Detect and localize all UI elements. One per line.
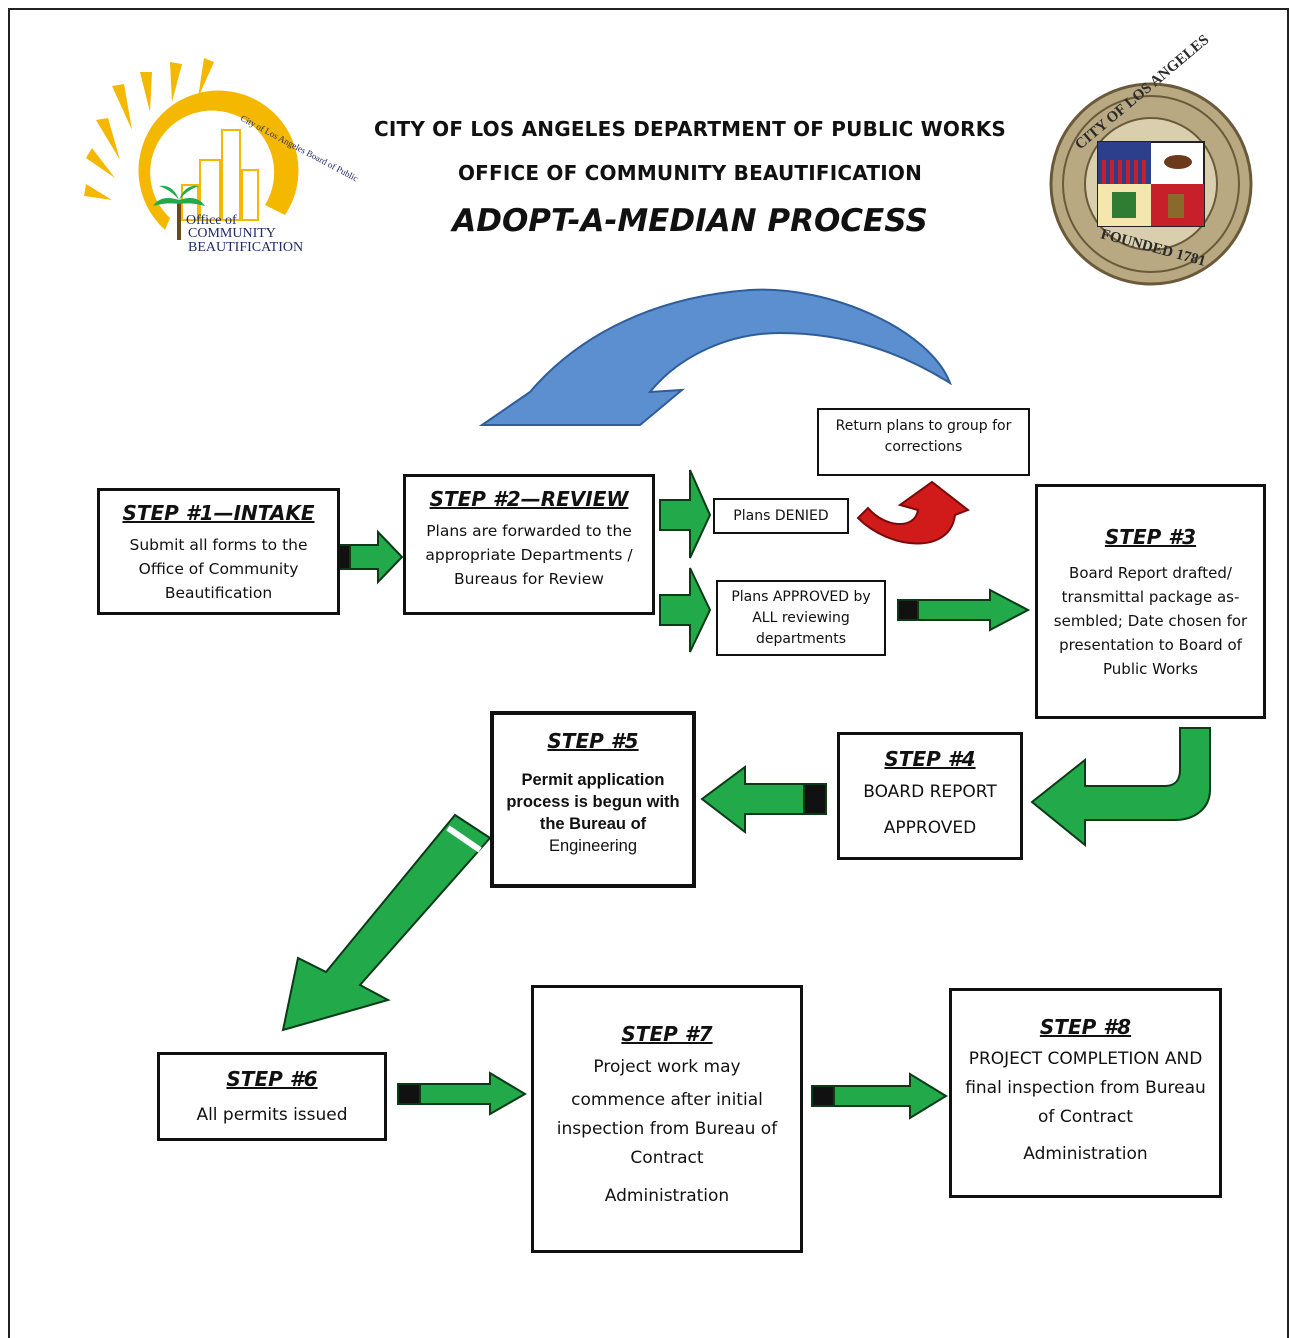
step5-body: Permit application process is begun with… <box>494 755 692 857</box>
step1-title: STEP #1—INTAKE <box>122 501 315 525</box>
step2-title: STEP #2—REVIEW <box>429 487 629 511</box>
arrow-step7-to-step8 <box>811 1072 948 1120</box>
step7-line2: commence after initial inspection from B… <box>556 1090 778 1168</box>
step2-box: STEP #2—REVIEW Plans are forwarded to th… <box>403 474 655 615</box>
step7-title: STEP #7 <box>621 1022 713 1046</box>
step1-body: Submit all forms to the Office of Commun… <box>129 536 308 602</box>
svg-text:COMMUNITY: COMMUNITY <box>188 226 276 241</box>
step6-body: All permits issued <box>196 1105 348 1125</box>
step4-line1: BOARD REPORT <box>863 782 997 802</box>
step5-box: STEP #5 Permit application process is be… <box>490 711 696 888</box>
return-arrow-blue <box>478 288 952 426</box>
svg-text:Office of: Office of <box>186 213 237 228</box>
community-beautification-logo: City of Los Angeles Board of Public Work… <box>84 58 360 255</box>
return-plans-label: Return plans to group for corrections <box>835 418 1012 455</box>
arrow-step2-to-approved <box>659 567 712 653</box>
step3-body: Board Report drafted/ transmittal packag… <box>1053 564 1248 678</box>
step6-title: STEP #6 <box>226 1067 318 1091</box>
step8-line2: Administration <box>1023 1144 1148 1164</box>
header-office: OFFICE OF COMMUNITY BEAUTIFICATION <box>457 161 923 185</box>
arrow-approved-to-step3 <box>897 588 1031 632</box>
arrow-step6-to-step7 <box>397 1071 527 1116</box>
step7-line1: Project work may <box>593 1057 741 1077</box>
step3-title: STEP #3 <box>1104 525 1197 549</box>
arrow-step2-to-denied <box>659 469 712 559</box>
city-seal: CITY OF LOS ANGELES FOUNDED 1781 <box>1049 32 1253 286</box>
header-department: CITY OF LOS ANGELES DEPARTMENT OF PUBLIC… <box>373 117 1007 141</box>
plans-denied-box: Plans DENIED <box>713 498 849 534</box>
seal-shield-icon <box>1097 141 1205 227</box>
page-frame <box>8 8 1289 1338</box>
step8-box: STEP #8 PROJECT COMPLETION AND final ins… <box>949 988 1222 1198</box>
step5-body-plain: Engineering <box>548 837 638 855</box>
step8-title: STEP #8 <box>1039 1015 1132 1039</box>
step1-box: STEP #1—INTAKE Submit all forms to the O… <box>97 488 340 615</box>
sun-rays <box>84 58 214 200</box>
step7-box: STEP #7 Project work may commence after … <box>531 985 803 1253</box>
city-skyline <box>181 129 259 221</box>
return-plans-box: Return plans to group for corrections <box>817 408 1030 476</box>
arrow-step5-to-step6 <box>281 813 492 1032</box>
step4-line2: APPROVED <box>883 818 977 838</box>
palm-tree-icon <box>153 185 205 240</box>
step7-line3: Administration <box>604 1186 730 1206</box>
arrow-step3-to-step4 <box>1030 727 1211 848</box>
step5-body-bold: Permit application process is begun with… <box>506 771 680 833</box>
plans-denied-label: Plans DENIED <box>733 508 829 524</box>
denied-arrow-red <box>856 480 971 545</box>
plans-approved-box: Plans APPROVED by ALL reviewing departme… <box>716 580 886 656</box>
svg-text:BEAUTIFICATION: BEAUTIFICATION <box>188 240 303 255</box>
arrow-step4-to-step5 <box>700 765 827 835</box>
step3-box: STEP #3 Board Report drafted/ transmitta… <box>1035 484 1266 719</box>
step4-title: STEP #4 <box>884 747 976 771</box>
step4-box: STEP #4 BOARD REPORT APPROVED <box>837 732 1023 860</box>
step6-box: STEP #6 All permits issued <box>157 1052 387 1141</box>
step5-title: STEP #5 <box>547 729 639 753</box>
plans-approved-label: Plans APPROVED by ALL reviewing departme… <box>731 589 871 647</box>
step8-line1: PROJECT COMPLETION AND final inspection … <box>965 1049 1206 1127</box>
sun-arc <box>138 90 299 230</box>
step2-body: Plans are forwarded to the appropriate D… <box>425 522 633 588</box>
page-title: ADOPT-A-MEDIAN PROCESS <box>452 203 928 239</box>
arrow-step1-to-step2 <box>337 529 404 585</box>
